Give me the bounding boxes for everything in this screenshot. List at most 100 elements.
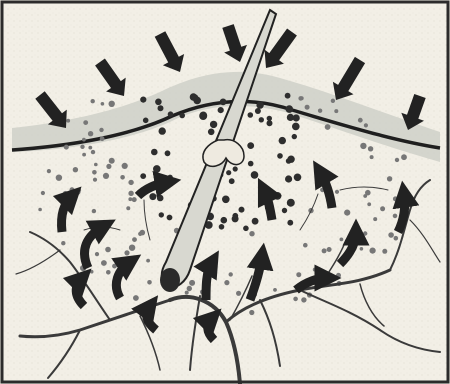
cell-dot [394, 236, 399, 241]
cell-dot [100, 136, 105, 141]
cell-dot [158, 105, 164, 111]
cell-dot [82, 138, 86, 142]
cell-dot [187, 286, 192, 291]
cell-dot [129, 245, 135, 251]
cell-dot [80, 145, 84, 149]
cell-dot [47, 169, 51, 173]
cell-dot [132, 237, 137, 242]
cell-dot [94, 163, 98, 167]
cell-dot [218, 107, 224, 113]
cell-dot [236, 291, 241, 296]
cell-dot [259, 117, 264, 122]
cell-dot [124, 250, 129, 255]
cell-dot [248, 112, 254, 118]
cell-dot [92, 209, 96, 213]
cell-dot [106, 164, 111, 169]
cell-dot [185, 291, 189, 295]
cell-dot [120, 175, 125, 180]
cell-dot [200, 112, 208, 120]
cell-dot [155, 99, 162, 106]
cell-dot [219, 224, 225, 230]
cell-dot [393, 214, 398, 219]
cell-dot [277, 153, 283, 159]
cell-dot [159, 212, 164, 217]
cell-dot [387, 176, 392, 181]
cell-dot [274, 192, 282, 200]
cell-dot [75, 189, 81, 195]
cell-dot [229, 272, 233, 276]
cell-dot [382, 249, 387, 254]
cell-dot [294, 174, 302, 182]
cell-dot [128, 197, 132, 201]
cell-dot [126, 206, 130, 210]
cell-dot [109, 158, 115, 164]
cell-dot [132, 197, 137, 202]
cell-dot [133, 295, 139, 301]
cell-dot [165, 150, 171, 156]
cell-dot [252, 218, 259, 225]
cell-dot [88, 131, 93, 136]
cell-dot [249, 231, 254, 236]
cell-dot [146, 259, 150, 263]
cell-dot [298, 96, 303, 101]
cell-dot [267, 120, 273, 126]
cell-dot [273, 288, 277, 292]
cell-dot [140, 97, 146, 103]
cell-dot [122, 163, 128, 169]
cell-dot [83, 120, 88, 125]
cell-dot [149, 193, 156, 200]
cell-dot [243, 226, 249, 232]
cell-dot [61, 241, 65, 245]
cell-dot [38, 208, 42, 212]
cell-dot [92, 170, 97, 175]
cell-dot [401, 154, 407, 160]
cell-dot [388, 232, 394, 238]
cell-dot [292, 134, 297, 139]
cell-dot [101, 260, 107, 266]
cell-dot [220, 99, 227, 106]
cell-dot [360, 247, 364, 251]
cell-dot [380, 206, 385, 211]
cell-dot [140, 173, 146, 179]
cell-dot [360, 143, 366, 149]
cell-dot [287, 220, 293, 226]
cell-dot [363, 194, 367, 198]
cell-dot [232, 213, 238, 219]
cell-dot [151, 149, 158, 156]
cell-dot [373, 217, 377, 221]
cell-dot [91, 99, 95, 103]
cell-dot [335, 190, 339, 194]
cell-dot [221, 217, 228, 224]
hair-bulb [160, 268, 180, 292]
cell-dot [56, 175, 62, 181]
cell-dot [247, 142, 254, 149]
cell-dot [210, 121, 217, 128]
cell-dot [128, 180, 133, 185]
cell-dot [153, 165, 161, 173]
cell-dot [331, 99, 335, 103]
cell-dot [255, 108, 261, 114]
cell-dot [99, 128, 103, 132]
cell-dot [279, 137, 286, 144]
cell-dot [233, 166, 238, 171]
cell-dot [90, 270, 94, 274]
cell-dot [189, 280, 195, 286]
cell-dot [66, 119, 70, 123]
cell-dot [285, 175, 292, 182]
cell-dot [101, 102, 105, 106]
cell-dot [364, 123, 368, 127]
cell-dot [193, 97, 201, 105]
cell-dot [248, 161, 254, 167]
cell-dot [251, 171, 259, 179]
cell-dot [95, 252, 99, 256]
cell-dot [239, 207, 245, 213]
cell-dot [287, 156, 294, 163]
cell-dot [367, 202, 371, 206]
cell-dot [157, 195, 164, 202]
cell-dot [226, 170, 231, 175]
cell-dot [224, 280, 229, 285]
cell-dot [222, 196, 230, 204]
cell-dot [138, 232, 142, 236]
